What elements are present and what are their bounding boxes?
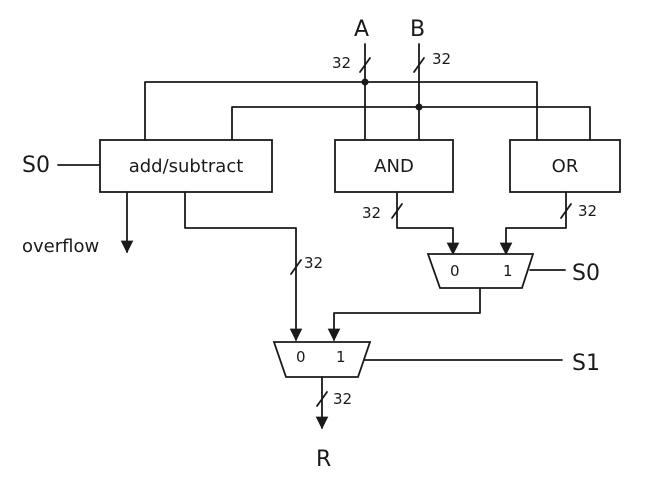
mux-upper-in0: 0 — [450, 262, 460, 280]
or-label: OR — [552, 156, 579, 177]
input-b-label: B — [410, 17, 425, 42]
add-sub-output-wire — [184, 191, 303, 342]
result-label: R — [316, 447, 331, 472]
and-output-wire — [396, 191, 460, 256]
overflow-label: overflow — [22, 236, 99, 257]
width-label-or: 32 — [578, 202, 597, 220]
width-slash-or — [560, 203, 572, 219]
width-label-b: 32 — [432, 50, 451, 68]
bus-a-distribution — [144, 81, 538, 141]
width-slash-b — [413, 57, 425, 73]
width-label-a: 32 — [332, 54, 351, 72]
s0-select-label-left: S0 — [22, 153, 50, 178]
width-slash-result — [316, 391, 328, 407]
bus-b-distribution — [231, 106, 591, 141]
width-label-and: 32 — [362, 204, 381, 222]
width-label-addsub: 32 — [304, 254, 323, 272]
mux-lower-in0: 0 — [296, 348, 306, 366]
mux-upper-output-wire — [327, 287, 481, 342]
mux-lower — [272, 341, 372, 378]
junction-a — [361, 78, 369, 86]
and-label: AND — [374, 156, 414, 177]
or-block — [509, 139, 621, 193]
width-slash-addsub — [290, 259, 302, 275]
add-subtract-label: add/subtract — [129, 156, 244, 177]
mux-lower-in1: 1 — [336, 348, 346, 366]
input-a-label: A — [354, 17, 369, 42]
width-slash-a — [359, 57, 371, 73]
s1-select-label: S1 — [572, 351, 600, 376]
s0-select-label-right: S0 — [572, 261, 600, 286]
mux-upper-in1: 1 — [503, 262, 513, 280]
junction-b — [415, 103, 423, 111]
or-output-wire — [499, 191, 567, 256]
width-label-result: 32 — [333, 390, 352, 408]
and-block — [334, 139, 454, 193]
width-slash-and — [391, 203, 403, 219]
mux-upper — [426, 253, 535, 289]
add-subtract-block — [99, 139, 273, 193]
